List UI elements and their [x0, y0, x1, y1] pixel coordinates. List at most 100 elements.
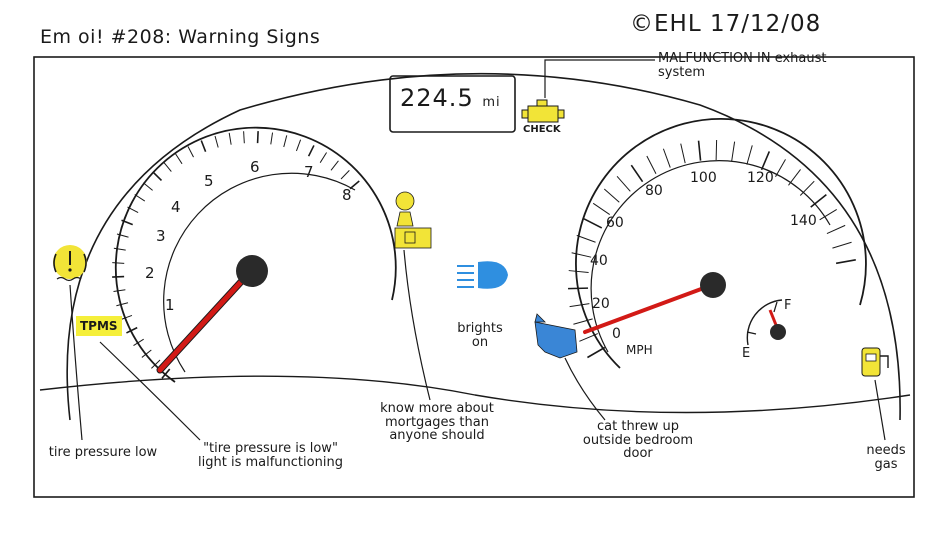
speed-label: 20	[592, 296, 610, 312]
high-beam-icon	[457, 261, 508, 289]
gauge-tick	[760, 151, 771, 171]
gauge-tick	[187, 146, 194, 158]
gauge-tick	[592, 202, 611, 215]
mortgage-warning-icon	[394, 191, 432, 249]
gauge-tick	[175, 153, 183, 165]
gauge-tick	[731, 141, 736, 162]
annotation-brights: brights on	[457, 321, 503, 350]
speed-label: 100	[690, 170, 717, 186]
tach-needle	[157, 269, 253, 373]
annotation-leaders	[69, 59, 886, 441]
speed-label: 140	[790, 213, 817, 229]
annotation-exhaust: MALFUNCTION IN exhaust system	[658, 51, 827, 80]
speed-unit: MPH	[626, 343, 653, 357]
comic-title: Em oi! #208: Warning Signs	[40, 26, 321, 48]
gauge-tick	[133, 338, 144, 346]
gauge-tick	[832, 241, 852, 249]
gauge-tick	[270, 132, 274, 145]
annotation-tire-pressure: tire pressure low	[48, 445, 158, 460]
gauge-tick	[616, 175, 631, 192]
gauge-tick	[142, 182, 153, 191]
gauge-tick	[113, 289, 126, 293]
gauge-tick	[662, 148, 671, 168]
gauge-tick	[646, 155, 657, 174]
gauge-tick	[826, 224, 846, 235]
gauge-tick	[583, 218, 603, 229]
gauge-tick	[680, 143, 686, 164]
lower-curve	[39, 375, 911, 414]
speed-label: 60	[606, 215, 624, 231]
annotation-gas: needs gas	[866, 443, 906, 472]
gauge-tick	[112, 262, 125, 264]
gauge-tick	[113, 247, 126, 251]
gauge-tick	[283, 135, 288, 148]
check-engine-icon	[521, 99, 565, 123]
fuel-full-label: F	[784, 298, 792, 313]
gauge-tick	[799, 180, 815, 196]
hood-curve	[66, 72, 901, 421]
gauge-tick	[576, 234, 596, 243]
gauge-tick	[116, 233, 129, 238]
gauge-tick	[126, 326, 138, 334]
tach-hub	[236, 255, 268, 287]
gauge-tick	[163, 161, 172, 172]
gauge-tick	[151, 359, 161, 369]
gauge-tick	[569, 303, 590, 308]
fuel-pump-icon	[861, 347, 889, 377]
tach-label: 4	[171, 198, 181, 216]
tachometer	[112, 126, 397, 383]
tach-label: 7	[304, 163, 314, 181]
gauge-tick	[819, 208, 837, 221]
speed-label: 80	[645, 183, 663, 199]
copyright-date: ©EHL 17/12/08	[630, 11, 822, 37]
odometer-readout: 224.5 mi	[400, 84, 501, 112]
gauge-tick	[295, 139, 302, 152]
speedometer	[568, 118, 867, 369]
gauge-tick	[161, 368, 171, 379]
gauge-tick	[697, 140, 702, 161]
gauge-tick	[630, 164, 644, 183]
gauge-tick	[810, 193, 827, 208]
annotation-mortgage: know more about mortgages than anyone sh…	[380, 401, 494, 444]
gauge-tick	[256, 131, 259, 144]
gauge-tick	[603, 188, 620, 203]
gauge-tick	[835, 259, 856, 265]
tach-tick-marks	[112, 131, 360, 379]
annotation-cat: cat threw up outside bedroom door	[582, 419, 694, 462]
speed-hub	[700, 272, 726, 298]
panel-frame	[33, 56, 915, 498]
gauge-tick	[112, 275, 125, 278]
tire-pressure-warning-icon	[53, 245, 87, 282]
odometer-value: 224.5	[400, 84, 474, 112]
gauge-tick	[200, 140, 207, 152]
speed-needle	[583, 283, 714, 334]
gauge-tick	[340, 170, 350, 180]
speed-label: 0	[612, 326, 621, 342]
speed-label: 40	[590, 253, 608, 269]
gauge-tick	[116, 302, 129, 307]
odometer-box	[389, 75, 516, 133]
gauge-tick	[775, 159, 786, 177]
gauge-tick	[214, 135, 219, 148]
tpms-indicator: TPMS	[76, 316, 122, 336]
tach-label: 8	[342, 186, 352, 204]
gauge-tick	[121, 219, 133, 226]
tach-label: 2	[145, 264, 155, 282]
gauge-tick	[568, 270, 589, 274]
check-engine-label: CHECK	[523, 124, 561, 135]
annotation-tpms: "tire pressure is low" light is malfunct…	[198, 441, 343, 470]
gauge-tick	[307, 145, 315, 157]
tach-label: 1	[165, 296, 175, 314]
gauge-tick	[579, 333, 599, 342]
gauge-tick	[746, 145, 753, 165]
tach-label: 5	[204, 172, 214, 190]
gauge-tick	[152, 171, 163, 182]
gauge-tick	[120, 314, 133, 321]
speed-tick-marks	[568, 140, 856, 359]
gauge-tick	[330, 160, 339, 171]
speed-label: 120	[747, 170, 774, 186]
cat-icon	[534, 313, 578, 359]
gauge-tick	[228, 132, 232, 145]
gauge-tick	[788, 169, 801, 186]
